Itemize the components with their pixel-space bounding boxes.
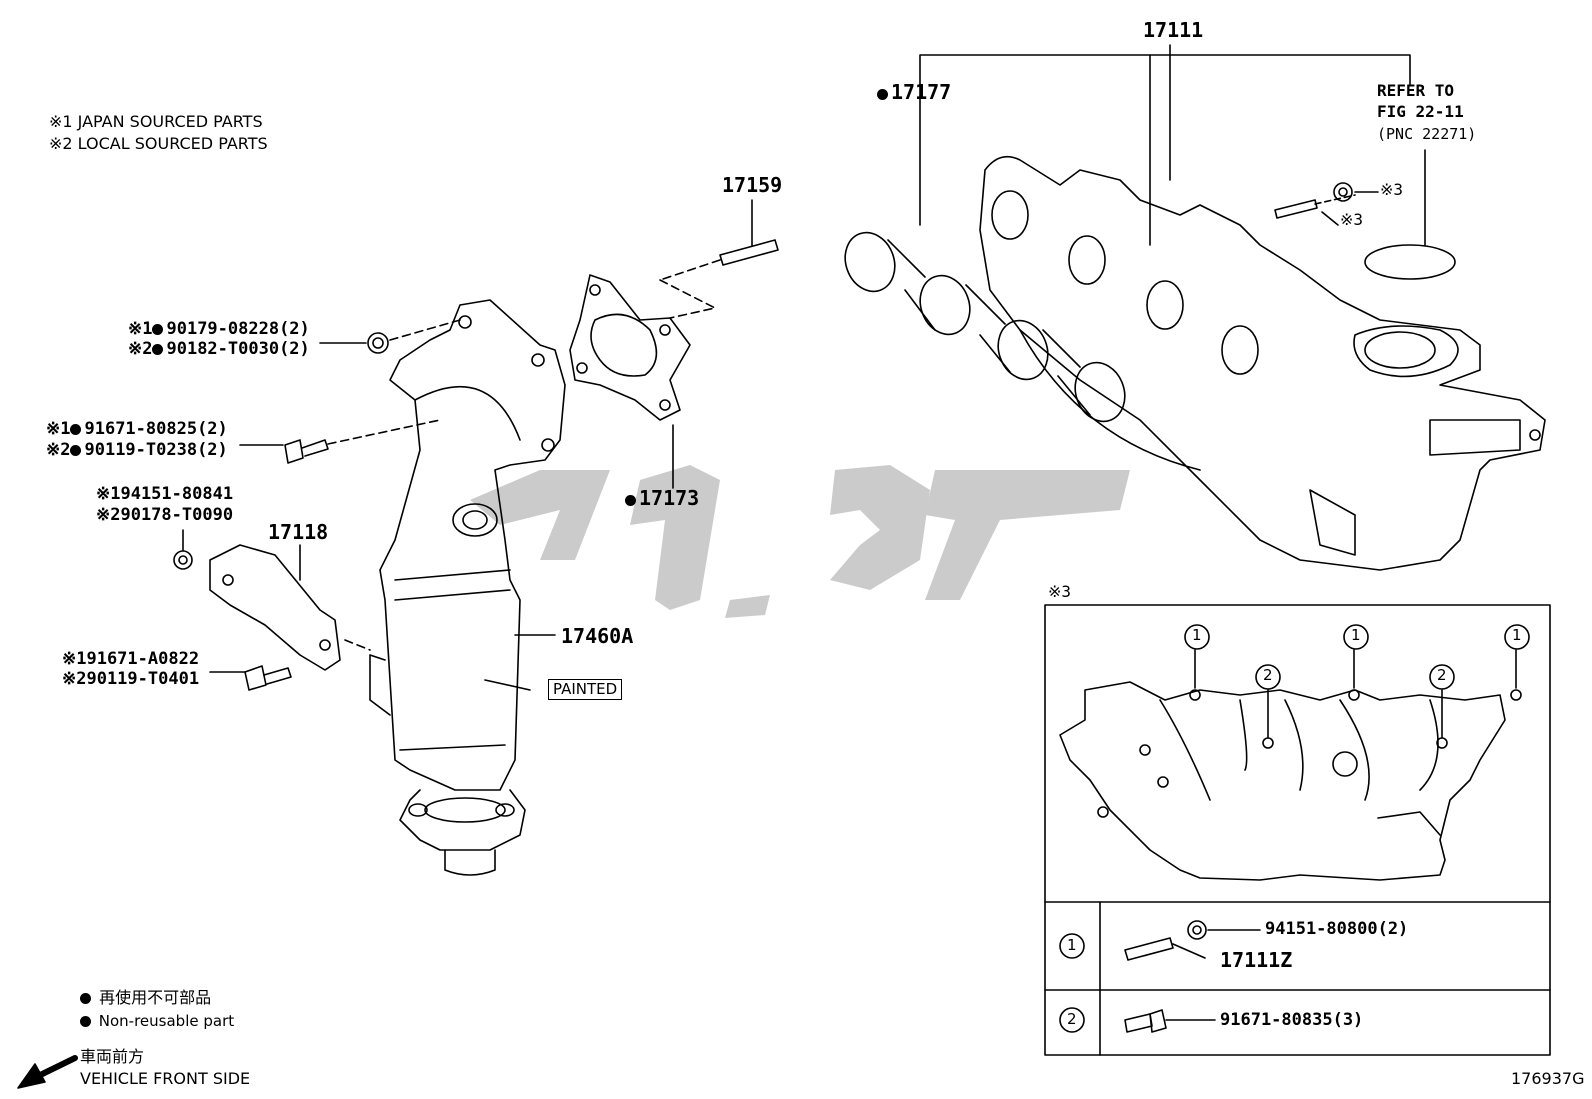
non-reusable-marker xyxy=(877,89,888,100)
japan-marker: ※1 xyxy=(128,319,153,339)
legend-nonreuse-en: Non-reusable part xyxy=(80,1014,234,1029)
local-marker: ※2 xyxy=(46,440,71,460)
ref3-label-stud: ※3 xyxy=(1340,210,1364,229)
part-label-90179[interactable]: ※1 90179-08228(2) xyxy=(128,321,310,338)
part-number: 17173 xyxy=(639,486,700,510)
o-ring xyxy=(1364,244,1456,280)
detail-bolt-row2 xyxy=(1124,1009,1216,1033)
part-label-17118[interactable]: 17118 xyxy=(268,520,329,544)
japan-marker: ※1 xyxy=(46,419,71,439)
stud-17159 xyxy=(659,199,779,319)
refer-line-2: FIG 22-11 xyxy=(1377,102,1464,121)
bracket-nut xyxy=(173,529,193,570)
watermark-logo xyxy=(470,465,1130,618)
part-label-91671-A0822[interactable]: ※191671-A0822 xyxy=(62,649,200,669)
manifold-stud xyxy=(1274,194,1356,226)
part-label-17159[interactable]: 17159 xyxy=(722,173,783,197)
part-number: 90119-T0238(2) xyxy=(84,440,228,460)
non-reusable-marker xyxy=(70,424,82,435)
non-reusable-marker xyxy=(80,993,91,1004)
front-arrow xyxy=(17,1055,78,1089)
part-label-90119-T0238[interactable]: ※2 90119-T0238(2) xyxy=(46,442,228,459)
detail-callout-1c: 1 xyxy=(1512,626,1522,644)
non-reusable-marker xyxy=(152,344,164,355)
detail-callout-2a: 2 xyxy=(1263,666,1273,684)
front-label-en: VEHICLE FRONT SIDE xyxy=(80,1069,251,1088)
ref3-label-nut: ※3 xyxy=(1380,180,1404,199)
note-japan-sourced: ※1 JAPAN SOURCED PARTS xyxy=(49,112,263,131)
non-reusable-marker xyxy=(625,495,636,506)
detail-box-frame xyxy=(1044,604,1551,1056)
legend-text: Non-reusable part xyxy=(98,1012,235,1030)
non-reusable-marker xyxy=(80,1016,91,1027)
nut-90179 xyxy=(319,319,461,354)
legend-text: 再使用不可部品 xyxy=(99,988,212,1007)
part-label-17460A[interactable]: 17460A xyxy=(561,624,634,648)
painted-tag: PAINTED xyxy=(548,679,623,700)
detail-callout-1b: 1 xyxy=(1351,626,1361,644)
part-number: 91671-80825(2) xyxy=(84,419,228,439)
detail-row-index-1: 1 xyxy=(1067,936,1077,954)
part-label-17111[interactable]: 17111 xyxy=(1143,18,1204,42)
catalytic-converter xyxy=(369,299,566,876)
part-number: 90182-T0030(2) xyxy=(166,339,310,359)
legend-nonreuse-jp: 再使用不可部品 xyxy=(80,990,211,1006)
figure-id: 176937G xyxy=(1511,1069,1585,1088)
front-label-jp: 車両前方 xyxy=(80,1047,145,1066)
part-label-17177[interactable]: 17177 xyxy=(877,82,951,102)
exhaust-gasket xyxy=(569,274,691,489)
detail-callout-2b: 2 xyxy=(1437,666,1447,684)
part-label-90119-T0401[interactable]: ※290119-T0401 xyxy=(62,669,200,689)
detail-callout-1a: 1 xyxy=(1192,626,1202,644)
part-label-17173[interactable]: 17173 xyxy=(625,488,699,508)
non-reusable-marker xyxy=(152,324,164,335)
part-label-91671-80825[interactable]: ※1 91671-80825(2) xyxy=(46,421,228,438)
part-label-90178-T0090[interactable]: ※290178-T0090 xyxy=(96,505,234,525)
part-label-94151-80841[interactable]: ※194151-80841 xyxy=(96,484,234,504)
detail-box-title: ※3 xyxy=(1048,582,1072,601)
bracket-bolt xyxy=(209,665,292,691)
bolt-91671 xyxy=(239,419,441,464)
part-label-94151-80800[interactable]: 94151-80800(2) xyxy=(1265,919,1409,939)
part-label-17111Z[interactable]: 17111Z xyxy=(1220,948,1293,972)
detail-manifold-view xyxy=(1059,624,1530,881)
part-number: 17177 xyxy=(891,80,952,104)
manifold-gasket xyxy=(844,231,1126,423)
part-label-91671-80835[interactable]: 91671-80835(3) xyxy=(1220,1010,1364,1030)
detail-bolt-row1 xyxy=(1124,920,1261,961)
refer-line-1: REFER TO xyxy=(1377,81,1455,100)
leader-17111 xyxy=(919,54,1411,226)
non-reusable-marker xyxy=(70,445,82,456)
intake-manifold xyxy=(979,155,1546,571)
part-label-90182[interactable]: ※2 90182-T0030(2) xyxy=(128,341,310,358)
note-local-sourced: ※2 LOCAL SOURCED PARTS xyxy=(49,134,268,153)
bracket-17118 xyxy=(209,544,371,671)
manifold-nut xyxy=(1333,182,1379,202)
detail-row-index-2: 2 xyxy=(1067,1010,1077,1028)
part-number: 90179-08228(2) xyxy=(166,319,310,339)
local-marker: ※2 xyxy=(128,339,153,359)
refer-line-3: (PNC 22271) xyxy=(1377,125,1477,143)
